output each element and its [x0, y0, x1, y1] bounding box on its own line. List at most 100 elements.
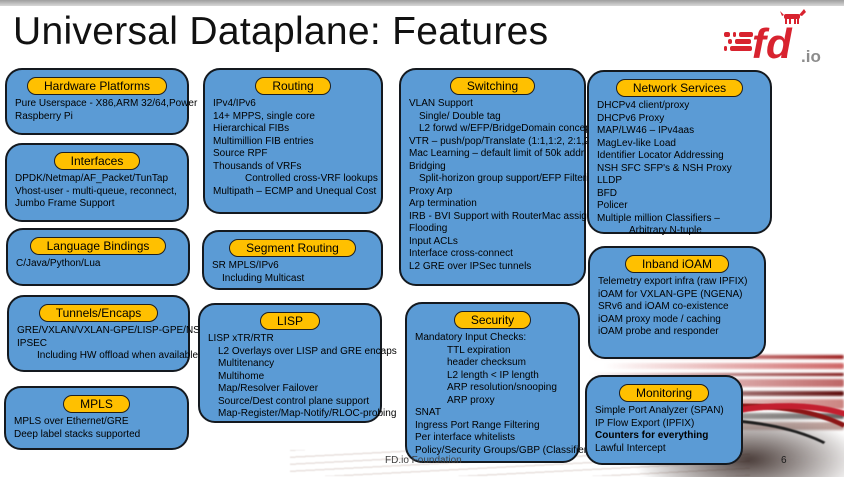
feature-line: Policy/Security Groups/GBP (Classifier) [415, 444, 591, 456]
feature-line: IPSEC [17, 337, 48, 349]
feature-line: Mandatory Input Checks: [415, 332, 527, 343]
box-title-netsvc: Network Services [615, 79, 744, 97]
slide-footer: FD.io Foundation [385, 455, 462, 466]
box-header-row: Routing [205, 77, 381, 95]
feature-line: Multihome [218, 370, 265, 382]
box-header-row: Tunnels/Encaps [9, 304, 188, 322]
feature-line: Lawful Intercept [595, 442, 666, 454]
box-title-switching: Switching [449, 77, 536, 95]
feature-line: ARP resolution/snooping [447, 382, 557, 393]
feature-line: Split-horizon group support/EFP Filterin… [419, 173, 600, 184]
box-title-ioam: Inband iOAM [624, 255, 730, 273]
feature-line: Mac Learning – default limit of 50k addr [409, 148, 585, 159]
feature-line: Pure Userspace - X86,ARM 32/64,Power [15, 98, 198, 109]
box-title-segment: Segment Routing [229, 239, 356, 257]
feature-line: L2 length < IP length [447, 369, 539, 381]
feature-box-ioam: Inband iOAM Telemetry export infra (raw I… [588, 246, 766, 359]
feature-line: IP Flow Export (IPFIX) [595, 417, 695, 429]
dog-icon [780, 9, 806, 24]
box-title-routing: Routing [255, 77, 331, 95]
feature-line: SNAT [415, 407, 441, 418]
feature-line: ARP proxy [447, 394, 495, 406]
speed-lines-icon [724, 32, 753, 51]
feature-line: IPv4/IPv6 [213, 98, 256, 109]
feature-line: IRB - BVI Support with RouterMac assigmt [409, 210, 598, 222]
red-streak [589, 373, 844, 376]
feature-line: Multiple million Classifiers – [597, 212, 720, 224]
box-header-row: MPLS [6, 395, 187, 413]
feature-line: Hierarchical FIBs [213, 123, 290, 134]
feature-line: Deep label stacks supported [14, 428, 141, 440]
slide-title: Universal Dataplane: Features [13, 10, 549, 53]
feature-line: Thousands of VRFs [213, 160, 302, 172]
feature-line: Telemetry export infra (raw IPFIX) [598, 276, 748, 287]
feature-line: MAP/LW46 – IPv4aas [597, 125, 695, 136]
feature-line: Policer [597, 200, 628, 211]
box-lines: Simple Port Analyzer (SPAN)IP Flow Expor… [587, 402, 741, 455]
box-header-row: LISP [200, 312, 380, 330]
box-title-hardware: Hardware Platforms [26, 77, 168, 95]
box-title-tunnels: Tunnels/Encaps [38, 304, 159, 322]
logo-io-text: .io [801, 47, 821, 66]
red-streak [604, 363, 844, 369]
feature-line: Multipath – ECMP and Unequal Cost [213, 185, 377, 197]
feature-line: NSH SFC SFP's & NSH Proxy [597, 162, 732, 174]
feature-line: Identifier Locator Addressing [597, 150, 724, 161]
feature-line: BFD [597, 187, 617, 199]
page-number: 6 [781, 455, 787, 466]
feature-line: Single/ Double tag [419, 110, 501, 122]
feature-line: LISP xTR/RTR [208, 333, 274, 344]
feature-line: Counters for everything [595, 430, 709, 441]
box-header-row: Switching [401, 77, 584, 95]
feature-line: Input ACLs [409, 235, 458, 247]
feature-line: Arp termination [409, 198, 477, 209]
feature-line: Ingress Port Range Filtering [415, 419, 540, 431]
feature-line: 14+ MPPS, single core [213, 110, 315, 122]
feature-line: iOAM for VXLAN-GPE (NGENA) [598, 288, 743, 300]
feature-line: Source RPF [213, 148, 268, 159]
box-title-language: Language Bindings [29, 237, 167, 255]
box-title-security: Security [453, 311, 532, 329]
feature-line: DPDK/Netmap/AF_Packet/TunTap [15, 173, 169, 184]
feature-line: L2 forwd w/EFP/BridgeDomain concepts [419, 123, 599, 134]
box-title-interfaces: Interfaces [53, 152, 141, 170]
feature-line: Vhost-user - multi-queue, reconnect, [15, 185, 177, 197]
box-header-row: Interfaces [7, 152, 187, 170]
feature-line: Map-Register/Map-Notify/RLOC-probing [218, 408, 397, 419]
feature-line: SR MPLS/IPv6 [212, 260, 279, 271]
fdio-logo: fd .io [724, 6, 836, 68]
box-lines: C/Java/Python/Lua [8, 255, 188, 271]
feature-line: Per interface whitelists [415, 432, 516, 443]
box-header-row: Monitoring [587, 384, 741, 402]
window-top-bar [0, 0, 844, 6]
feature-line: DHCPv4 client/proxy [597, 100, 690, 111]
box-header-row: Hardware Platforms [7, 77, 187, 95]
feature-line: Source/Dest control plane support [218, 395, 370, 407]
feature-line: L2 Overlays over LISP and GRE encaps [218, 345, 397, 357]
feature-line: Arbitrary N-tuple [629, 225, 702, 236]
feature-line: Bridging [409, 160, 446, 172]
feature-line: Raspberry Pi [15, 110, 73, 122]
feature-line: Controlled cross-VRF lookups [245, 173, 378, 184]
feature-line: Proxy Arp [409, 185, 453, 197]
feature-line: MagLev-like Load [597, 137, 676, 149]
feature-line: Flooding [409, 223, 448, 234]
feature-line: DHCPv6 Proxy [597, 112, 665, 124]
feature-line: LLDP [597, 175, 623, 186]
feature-line: SRv6 and iOAM co-existence [598, 301, 729, 312]
feature-line: Multitenancy [218, 358, 275, 369]
